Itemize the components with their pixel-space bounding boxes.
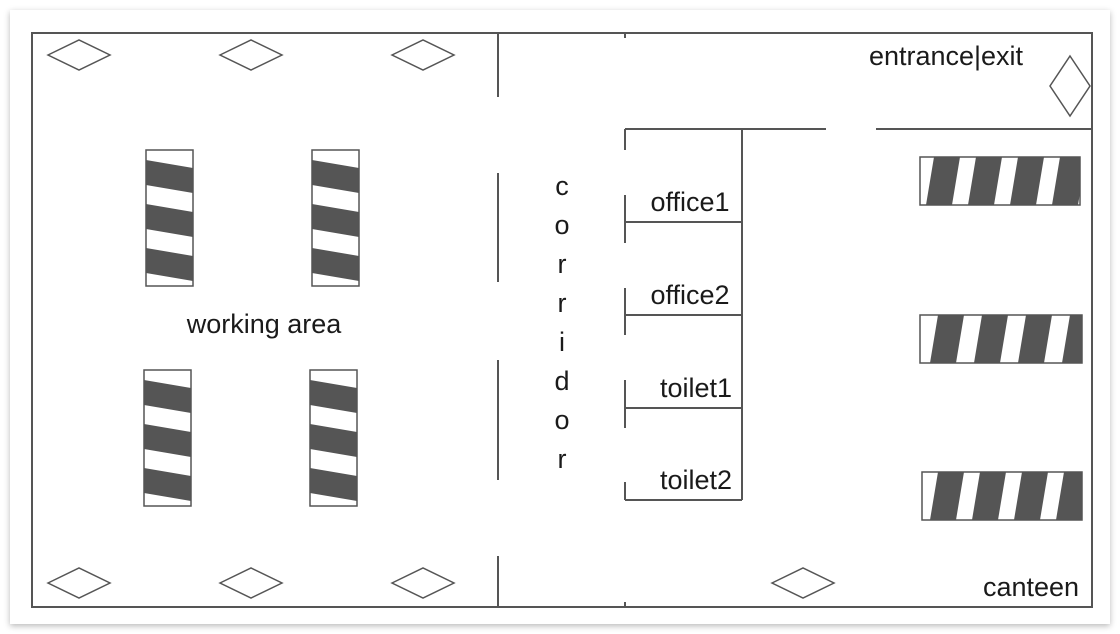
corridor-letter: o bbox=[554, 210, 569, 240]
diamond-markers bbox=[46, 39, 1091, 599]
canteen-label: canteen bbox=[983, 572, 1079, 602]
diamond-icon bbox=[218, 567, 284, 599]
desk-1 bbox=[145, 149, 194, 287]
entrance-exit-label: entrance|exit bbox=[869, 41, 1024, 71]
working-area-label: working area bbox=[186, 309, 343, 339]
floor-plan-frame bbox=[10, 10, 1110, 624]
toilet2-label: toilet2 bbox=[660, 465, 732, 495]
striped-table-icon bbox=[921, 471, 1083, 521]
corridor-letter: d bbox=[554, 366, 569, 396]
diamond-icon bbox=[770, 567, 836, 599]
striped-desk-icon bbox=[309, 369, 358, 507]
toilet1-label: toilet1 bbox=[660, 373, 732, 403]
canteen-table-3 bbox=[921, 471, 1083, 521]
building-outline bbox=[31, 32, 1093, 608]
corridor-letter: r bbox=[558, 249, 567, 279]
diamond-icon bbox=[390, 567, 456, 599]
desk-3 bbox=[143, 369, 192, 507]
corridor-letter: r bbox=[558, 444, 567, 474]
diamond-icon bbox=[1049, 54, 1091, 118]
corridor-letter: r bbox=[558, 288, 567, 318]
diamond-icon bbox=[46, 39, 112, 71]
striped-desk-icon bbox=[143, 369, 192, 507]
corridor-letter: o bbox=[554, 405, 569, 435]
striped-desk-icon bbox=[145, 149, 194, 287]
corridor-letter: c bbox=[555, 171, 569, 201]
striped-desk-icon bbox=[311, 149, 360, 287]
corridor-letter: i bbox=[559, 327, 565, 357]
diamond-icon bbox=[218, 39, 284, 71]
striped-table-icon bbox=[919, 314, 1083, 364]
diamond-icon bbox=[390, 39, 456, 71]
striped-table-icon bbox=[919, 156, 1081, 206]
desk-4 bbox=[309, 369, 358, 507]
office1-label: office1 bbox=[650, 187, 729, 217]
canteen-table-2 bbox=[919, 314, 1083, 364]
canteen-table-1 bbox=[919, 156, 1081, 206]
rooms-walls bbox=[624, 33, 1092, 607]
desk-2 bbox=[311, 149, 360, 287]
diamond-icon bbox=[46, 567, 112, 599]
office2-label: office2 bbox=[650, 280, 729, 310]
